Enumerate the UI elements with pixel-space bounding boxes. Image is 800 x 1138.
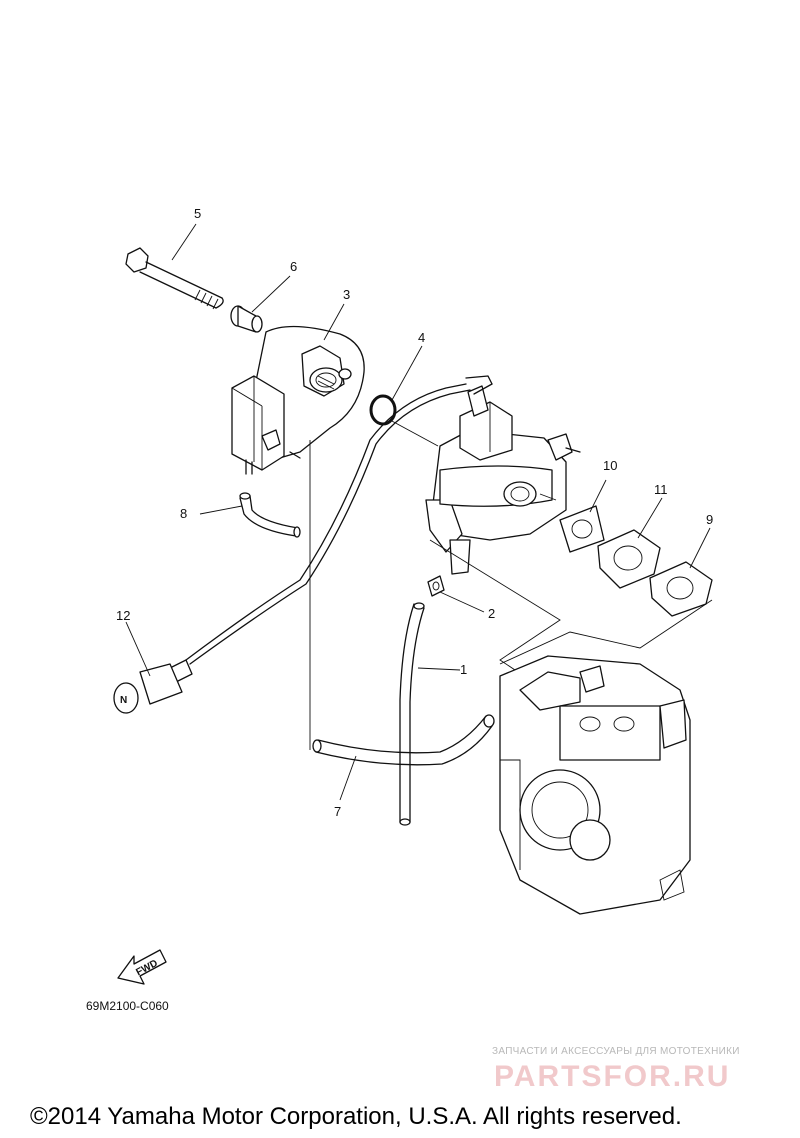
bolt-part[interactable]	[125, 247, 224, 310]
choke-knob-part[interactable]: N	[113, 659, 193, 714]
carburetor-part[interactable]	[425, 383, 581, 575]
callout-6: 6	[290, 259, 297, 274]
choke-wire	[185, 375, 493, 665]
fwd-arrow-icon: FWD	[117, 949, 167, 985]
leader-lines	[125, 223, 711, 801]
svg-text:N: N	[120, 695, 127, 706]
engine-block-part[interactable]	[499, 655, 691, 915]
diagram-code: 69M2100-C060	[86, 999, 169, 1013]
callout-2: 2	[488, 606, 495, 621]
o-ring-part[interactable]	[369, 394, 397, 426]
silencer-part[interactable]	[231, 325, 365, 475]
gasket-2-part[interactable]	[649, 561, 713, 617]
watermark-tagline: ЗАПЧАСТИ И АКСЕССУАРЫ ДЛЯ МОТОТЕХНИКИ	[492, 1046, 740, 1057]
callout-10: 10	[603, 458, 617, 473]
short-hose-part[interactable]	[239, 492, 301, 538]
callout-5: 5	[194, 206, 201, 221]
gasket-part[interactable]	[559, 505, 605, 553]
fuel-hose-part[interactable]	[399, 602, 425, 826]
callout-3: 3	[343, 287, 350, 302]
breather-hose-part[interactable]	[312, 714, 495, 766]
callout-9: 9	[706, 512, 713, 527]
callout-8: 8	[180, 506, 187, 521]
callout-11: 11	[654, 482, 668, 497]
watermark-brand: PARTSFOR.RU	[494, 1060, 730, 1093]
insulator-part[interactable]	[597, 529, 661, 589]
copyright-notice: ©2014 Yamaha Motor Corporation, U.S.A. A…	[30, 1103, 682, 1130]
hose-clip-part[interactable]	[427, 575, 445, 597]
callout-12: 12	[116, 608, 130, 623]
collar-part[interactable]	[230, 305, 263, 333]
callout-1: 1	[460, 662, 467, 677]
callout-7: 7	[334, 804, 341, 819]
callout-4: 4	[418, 330, 425, 345]
